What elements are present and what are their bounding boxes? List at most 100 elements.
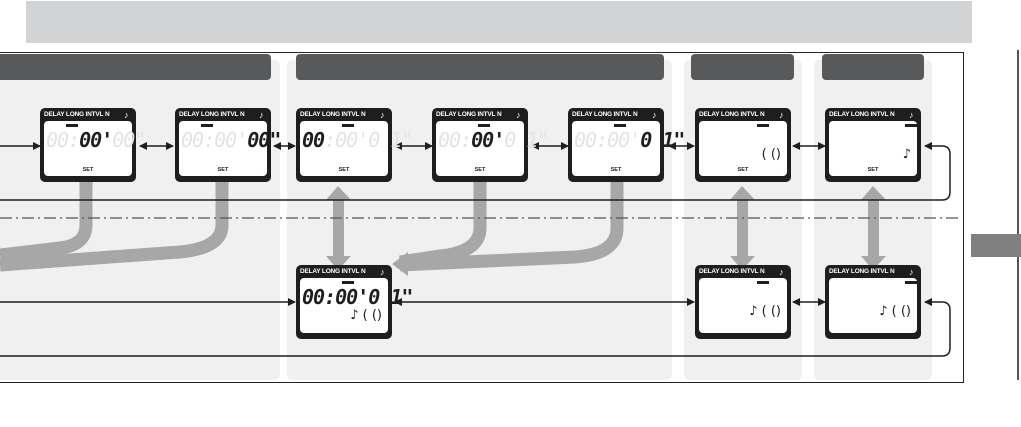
panel-header-1 (0, 54, 271, 80)
minutes-digits: 00' (214, 128, 248, 152)
minutes-digits: 00' (79, 128, 113, 152)
hours-digits: 00 (302, 128, 325, 152)
time-readout: 00:00'00" (46, 128, 146, 152)
selection-indicator (905, 124, 917, 127)
label-intvl: INTVL (85, 111, 104, 118)
label-delay: DELAY (300, 268, 322, 275)
gray-merge-arrows (0, 180, 624, 272)
selection-indicator (757, 124, 769, 127)
label-n: N (361, 268, 366, 275)
colon: : (596, 128, 608, 152)
label-n: N (105, 111, 110, 118)
time-readout: 00:00'0 1" (574, 128, 685, 152)
gray-arrow-path (0, 180, 229, 272)
set-label: SET (474, 167, 486, 173)
label-long: LONG (321, 111, 342, 118)
title-bar (26, 1, 972, 43)
label-intvl: INTVL (341, 268, 360, 275)
label-n: N (890, 268, 895, 275)
music-note-icon: ♪ (909, 267, 914, 277)
label-delay: DELAY (300, 111, 322, 118)
colon: : (460, 128, 472, 152)
label-long: LONG (593, 111, 614, 118)
panel-header-3 (691, 54, 794, 80)
selection-indicator (478, 124, 490, 127)
lcd-screen: 00:00'00"SET (179, 121, 281, 176)
label-delay: DELAY (436, 111, 458, 118)
label-n: N (633, 111, 638, 118)
label-intvl: INTVL (613, 111, 632, 118)
minutes-digits: 00' (335, 128, 369, 152)
hours-digits: 00 (574, 128, 597, 152)
seconds-digits: 0 1" (504, 128, 549, 152)
minutes-digits: 00' (607, 128, 641, 152)
label-intvl: INTVL (341, 111, 360, 118)
music-note-icon: ♪ (259, 110, 264, 120)
set-label: SET (82, 167, 94, 173)
selection-indicator (905, 281, 917, 284)
label-n: N (240, 111, 245, 118)
lcd-screen: 00:00'0 1" SET (300, 121, 413, 176)
label-n: N (497, 111, 502, 118)
music-note-icon: ♪ (779, 267, 784, 277)
page-edge-line (1017, 50, 1019, 380)
sound-indicator: ( () (761, 147, 781, 162)
label-long: LONG (720, 111, 741, 118)
label-delay: DELAY (829, 111, 851, 118)
lcd-screen: 00:00'0 1"SET (436, 121, 549, 176)
label-n: N (760, 268, 765, 275)
lcd-screen: ( () SET (699, 121, 787, 176)
music-note-icon: ♪ (124, 110, 129, 120)
lcd-screen: 00:00'0 1"♪ ( () (300, 278, 413, 333)
set-label: SET (338, 167, 350, 173)
gray-arrow-path (0, 180, 93, 262)
set-label: SET (610, 167, 622, 173)
panel-header-4 (822, 54, 924, 80)
set-label: SET (867, 167, 879, 173)
label-delay: DELAY (829, 268, 851, 275)
colon: : (68, 128, 80, 152)
lcd-screen: ♪SET (829, 121, 917, 176)
label-n: N (890, 111, 895, 118)
sound-indicator: ♪ ( () (879, 304, 911, 319)
seconds-digits: 0 1" (368, 285, 413, 309)
diagram-frame (0, 52, 964, 383)
label-delay: DELAY (699, 111, 721, 118)
selection-indicator (342, 124, 354, 127)
selection-indicator (757, 281, 769, 284)
label-intvl: INTVL (740, 111, 759, 118)
hours-digits: 00 (181, 128, 204, 152)
label-long: LONG (720, 268, 741, 275)
time-readout: 00:00'00" (181, 128, 281, 152)
set-label: SET (737, 167, 749, 173)
panel-header-2 (296, 54, 664, 80)
minutes-digits: 00' (335, 285, 369, 309)
selection-indicator (201, 124, 213, 127)
time-readout: 00:00'0 1" (302, 128, 413, 152)
label-n: N (760, 111, 765, 118)
music-note-icon: ♪ (909, 110, 914, 120)
hours-digits: 00 (438, 128, 461, 152)
label-long: LONG (850, 268, 871, 275)
music-note-icon: ♪ (380, 267, 385, 277)
sound-indicator: ♪ ( () (350, 308, 382, 323)
label-intvl: INTVL (870, 268, 889, 275)
label-long: LONG (200, 111, 221, 118)
